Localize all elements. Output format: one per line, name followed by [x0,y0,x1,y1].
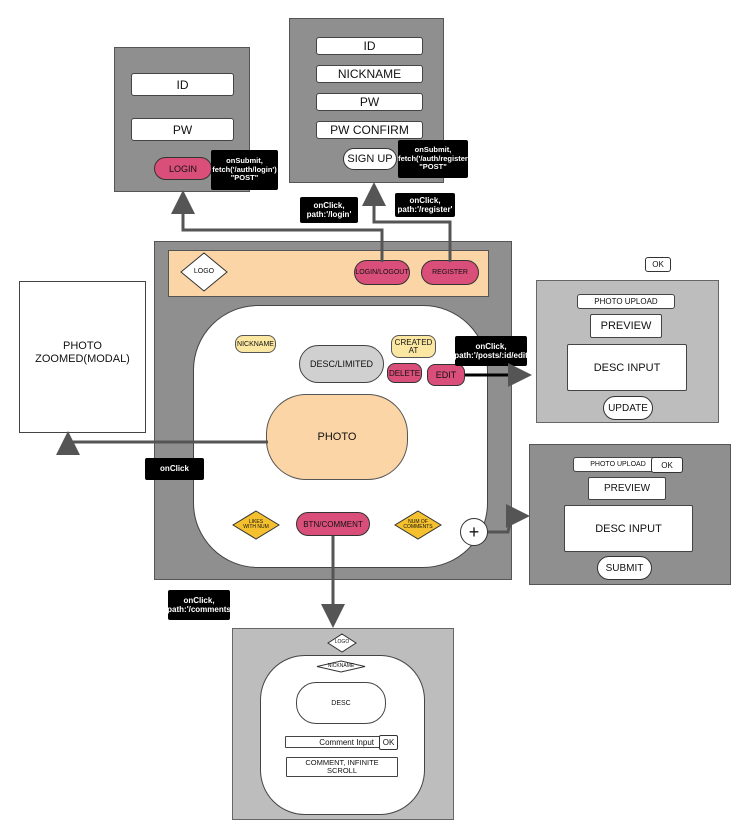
login-button[interactable]: LOGIN [154,157,212,180]
register-click-note: onClick, path:'/register' [395,193,455,217]
edit-preview: PREVIEW [590,314,662,338]
signup-pw-confirm-field[interactable]: PW CONFIRM [316,121,423,139]
likes-diamond-icon [232,510,280,540]
edit-button[interactable]: EDIT [427,364,465,386]
signup-submit-note: onSubmit, fetch('/auth/register "POST" [398,140,468,178]
new-desc-input[interactable]: DESC INPUT [564,505,693,552]
delete-button[interactable]: DELETE [387,363,422,383]
login-pw-field[interactable]: PW [131,118,234,141]
post-created-at: CREATED AT [391,335,436,358]
signup-nickname-field[interactable]: NICKNAME [316,65,423,83]
comment-list[interactable]: COMMENT, INFINITE SCROLL [286,757,398,777]
login-click-note: onClick, path:'/login' [300,197,358,223]
main-logo[interactable]: LOGO [180,252,228,292]
post-photo[interactable]: PHOTO [266,394,408,480]
comments-desc: DESC [296,682,386,724]
login-submit-note: onSubmit, fetch('/auth/login') "POST" [211,150,278,190]
register-button[interactable]: REGISTER [421,260,479,285]
logo-diamond-icon [180,252,228,292]
login-logout-button[interactable]: LOGIN/LOGOUT [354,260,410,285]
edit-ok-button[interactable]: OK [645,257,671,272]
new-ok-button[interactable]: OK [651,457,683,473]
comments-diamond-icon [394,510,442,540]
new-photo-upload[interactable]: PHOTO UPLOAD [573,457,663,472]
new-preview: PREVIEW [588,477,666,500]
photo-modal-label: PHOTO ZOOMED(MODAL) [35,340,130,366]
signup-button[interactable]: SIGN UP [343,148,397,170]
likes-indicator[interactable]: LIKES WITH NUM [232,510,280,540]
photo-click-note: onClick [145,458,204,480]
post-desc-limited: DESC/LIMITED [299,345,384,383]
comments-click-note: onClick, path:'/comments [167,590,231,620]
submit-button[interactable]: SUBMIT [597,556,652,580]
comments-nickname-label: NICKNAME [327,662,355,669]
edit-photo-upload[interactable]: PHOTO UPLOAD [577,294,675,309]
add-post-plus-button[interactable]: + [460,518,488,546]
photo-zoomed-modal [19,281,146,433]
nickname-diamond-icon [316,660,366,673]
comments-card [260,655,425,815]
post-nickname: NICKNAME [235,335,276,353]
signup-id-field[interactable]: ID [316,37,423,55]
update-button[interactable]: UPDATE [603,396,653,420]
main-logo-label: LOGO [193,268,215,276]
comments-logo: LOGO [327,633,357,653]
signup-pw-field[interactable]: PW [316,93,423,111]
comments-nickname: NICKNAME [316,660,366,673]
comment-button[interactable]: BTN/COMMENT [296,512,370,536]
comments-logo-label: LOGO [334,639,350,646]
comment-ok-button[interactable]: OK [379,735,398,750]
comments-logo-diamond-icon [327,633,357,653]
edit-desc-input[interactable]: DESC INPUT [567,344,687,391]
comment-input[interactable]: Comment Input [285,736,381,748]
login-id-field[interactable]: ID [131,73,234,96]
edit-click-note: onClick, path:'/posts/:id/edit [454,336,528,366]
num-comments-label: NUM OF COMMENTS [403,518,433,530]
likes-label: LIKES WITH NUM [243,518,269,530]
num-comments-indicator: NUM OF COMMENTS [394,510,442,540]
